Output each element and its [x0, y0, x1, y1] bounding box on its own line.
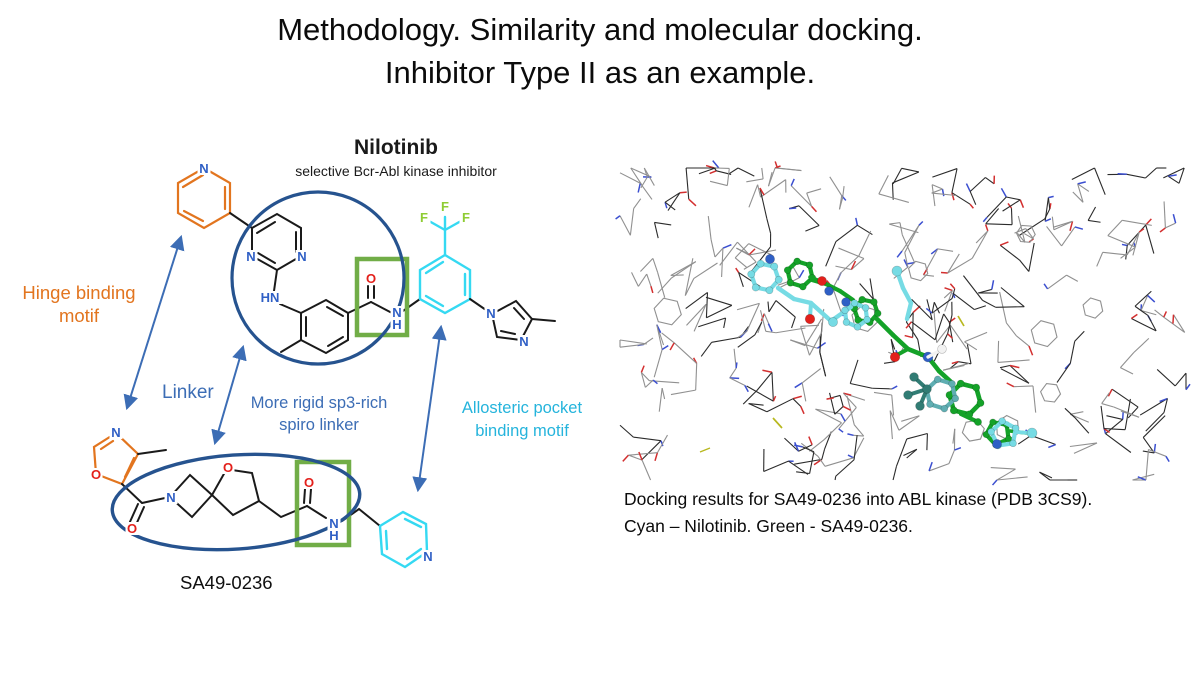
svg-text:N: N — [392, 305, 401, 320]
hinge-binding-motif-label: Hinge binding motif — [22, 282, 136, 326]
spiro-linker-label: More rigid sp3-rich spiro linker — [250, 394, 388, 434]
svg-text:N: N — [166, 490, 175, 505]
docking-caption: Docking results for SA49-0236 into ABL k… — [624, 486, 1190, 539]
svg-text:N: N — [297, 249, 306, 264]
svg-text:N: N — [486, 306, 495, 321]
svg-text:N: N — [111, 425, 120, 440]
svg-text:N: N — [329, 516, 338, 531]
nilotinib-subtitle: selective Bcr-Abl kinase inhibitor — [295, 163, 497, 179]
svg-text:O: O — [127, 521, 137, 536]
svg-text:O: O — [366, 271, 376, 286]
svg-text:N: N — [199, 161, 208, 176]
title-line-2: Inhibitor Type II as an example. — [384, 55, 816, 90]
caption-line-1: Docking results for SA49-0236 into ABL k… — [624, 489, 1093, 509]
annotation-arrows — [123, 234, 447, 493]
svg-text:F: F — [462, 210, 470, 225]
sa49-pyridine-ring — [378, 510, 429, 569]
svg-text:O: O — [304, 475, 314, 490]
pyridine-ring — [176, 166, 232, 230]
svg-text:O: O — [223, 460, 233, 475]
svg-text:N: N — [423, 549, 432, 564]
svg-text:N: N — [519, 334, 528, 349]
svg-text:H: H — [329, 528, 338, 543]
svg-text:F: F — [420, 210, 428, 225]
nilotinib-name: Nilotinib — [354, 136, 438, 159]
slide-title: Methodology. Similarity and molecular do… — [0, 8, 1200, 94]
svg-text:N: N — [246, 249, 255, 264]
linker-label: Linker — [162, 382, 214, 403]
hinge-arrow — [123, 234, 185, 411]
linker-highlight-circle — [230, 190, 406, 366]
sa49-structure — [92, 431, 429, 569]
protein-wireframe — [615, 160, 1191, 486]
svg-text:O: O — [91, 467, 101, 482]
linker-arrow — [211, 344, 247, 446]
cf3-phenyl-ring — [418, 215, 472, 315]
svg-text:H: H — [392, 317, 401, 332]
pyrimidine-core — [229, 212, 421, 355]
imidazole-ring — [469, 298, 556, 342]
title-line-1: Methodology. Similarity and molecular do… — [277, 12, 923, 47]
spiro-highlight-ellipse — [110, 452, 362, 552]
svg-text:HN: HN — [261, 290, 280, 305]
allosteric-pocket-label: Allosteric pocket binding motif — [461, 399, 583, 440]
nilotinib-structure — [176, 166, 556, 366]
caption-line-2: Cyan – Nilotinib. Green - SA49-0236. — [624, 515, 913, 536]
docked-ligands — [747, 254, 1038, 450]
svg-text:F: F — [441, 199, 449, 214]
sa49-name: SA49-0236 — [180, 572, 273, 593]
allosteric-arrow — [412, 324, 447, 493]
oxazole-ring — [92, 431, 140, 486]
